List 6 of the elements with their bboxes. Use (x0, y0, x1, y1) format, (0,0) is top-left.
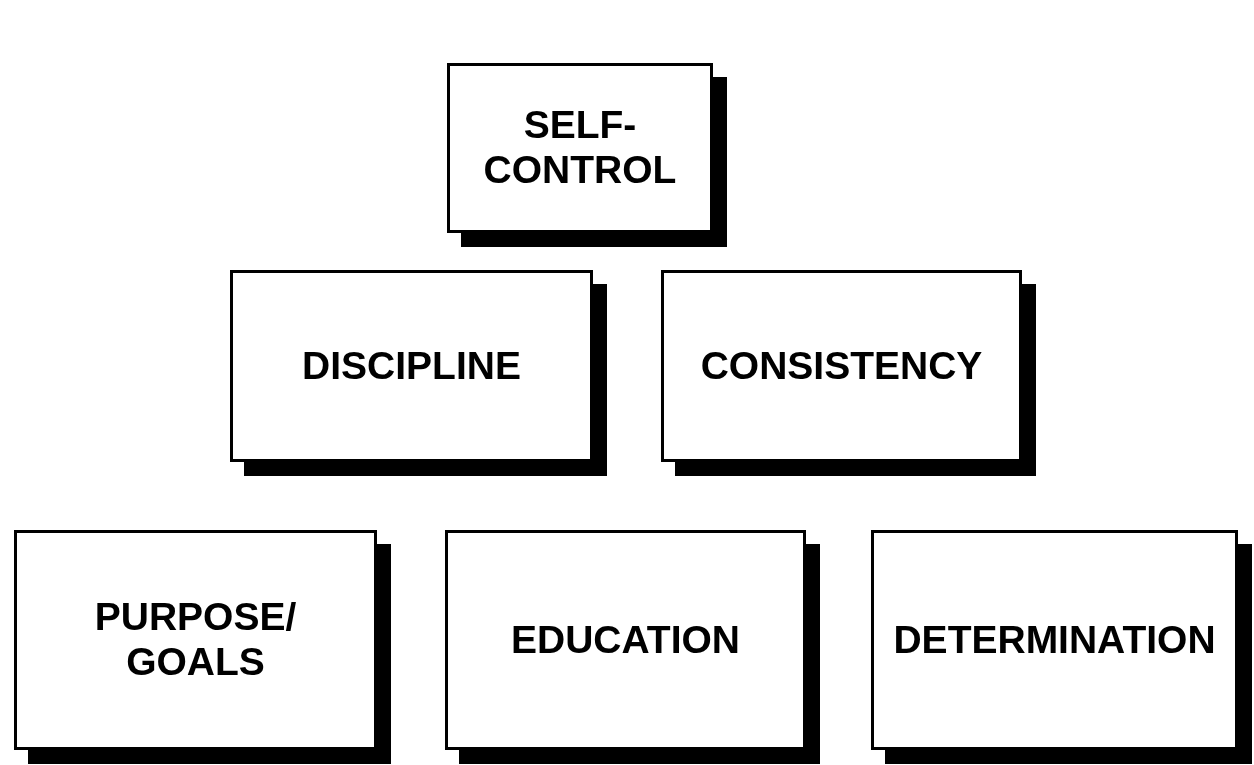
box-label: EDUCATION (510, 617, 741, 663)
box-label: PURPOSE/ GOALS (93, 595, 298, 685)
box-label: SELF-CONTROL (482, 103, 678, 193)
box-label: CONSISTENCY (699, 343, 984, 389)
box-label: DETERMINATION (892, 617, 1217, 663)
box-label: DISCIPLINE (301, 343, 522, 389)
